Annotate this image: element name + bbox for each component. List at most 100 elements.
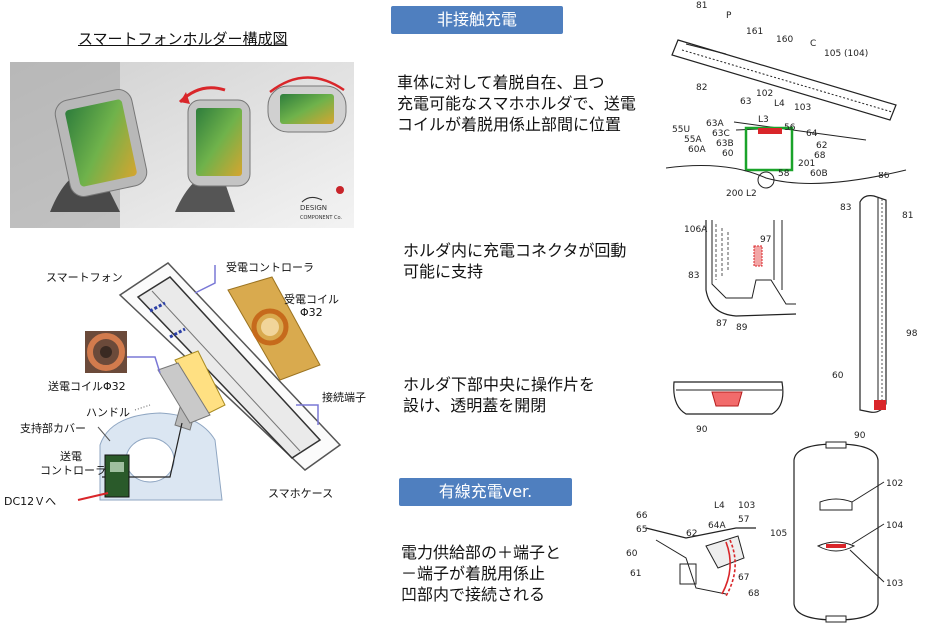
desc-line: －端子が着脱用係止	[401, 564, 546, 583]
fig2-num: 106A	[684, 225, 708, 235]
fig5-num: 67	[738, 573, 749, 583]
label-tx-controller-1: 送電	[60, 450, 82, 463]
label-tx-controller-2: コントローラ	[40, 464, 106, 477]
fig3-num: 86	[878, 172, 890, 181]
fig1-num: 63A	[706, 119, 724, 129]
fig1-num: 62	[816, 141, 827, 151]
label-rx-coil-size: Φ32	[300, 306, 323, 319]
fig3-num: 60	[832, 371, 844, 381]
desc-line: 車体に対して着脱自在、且つ	[397, 73, 605, 92]
fig1-num: L4	[774, 99, 785, 109]
badge-wired: 有線充電ver.	[399, 478, 572, 506]
fig1-num: 68	[814, 151, 826, 161]
fig1-num: C	[810, 39, 816, 49]
label-dc-in: DC12Ｖへ	[4, 495, 57, 508]
fig1-num: 60	[722, 149, 734, 159]
desc-line: 可能に支持	[403, 262, 484, 281]
fig1-num: 82	[696, 83, 707, 93]
fig1-num: L2	[746, 189, 757, 199]
fig2-num: 87	[716, 319, 727, 329]
fig5-num: 57	[738, 515, 749, 525]
label-smartphone: スマートフォン	[46, 271, 123, 284]
fig1-num: 161	[746, 27, 763, 37]
fig1-num: 55A	[684, 135, 702, 145]
fig1-num: 56	[784, 123, 796, 133]
label-handle: ハンドル	[86, 406, 130, 419]
patent-figure-4: 90	[672, 376, 788, 435]
fig5-num: 65	[636, 525, 647, 535]
fig5-num: 103	[738, 501, 755, 511]
fig1-num: L3	[758, 115, 769, 125]
desc-wireless-2: ホルダ内に充電コネクタが回動 可能に支持	[403, 240, 626, 282]
desc-line: 凹部内で接続される	[401, 585, 546, 604]
label-rx-controller: 受電コントローラ	[226, 261, 314, 274]
patent-figure-3: 83 86 81 98 60 90	[830, 171, 927, 442]
patent-figure-2: 106A 97 83 87 89	[676, 220, 816, 340]
fig5-num: 66	[636, 511, 648, 521]
patent-drawing-4: 90	[673, 381, 784, 435]
fig6-num: 102	[886, 479, 903, 489]
label-phone-case: スマホケース	[268, 487, 334, 500]
fig4-num: 90	[696, 425, 708, 434]
patent-figure-6: 102 104 105 103	[760, 440, 927, 627]
fig5-num: 62	[686, 529, 697, 539]
label-rx-coil: 受電コイル	[284, 293, 339, 306]
product-photo: DESIGN COMPONENT Co.	[10, 62, 354, 228]
fig1-num: 102	[756, 89, 773, 99]
desc-wired: 電力供給部の＋端子と －端子が着脱用係止 凹部内で接続される	[401, 542, 561, 605]
fig1-num: 64	[806, 129, 818, 139]
logo-text-2: COMPONENT Co.	[300, 215, 342, 221]
fig1-num: 55U	[672, 125, 690, 135]
desc-wireless-3: ホルダ下部中央に操作片を 設け、透明蓋を開閉	[403, 374, 595, 416]
desc-line: 充電可能なスマホホルダで、送電	[397, 94, 636, 113]
fig2-num: 89	[736, 323, 748, 333]
fig5-num: 64A	[708, 521, 726, 531]
logo-text-1: DESIGN	[300, 204, 327, 212]
fig6-num: 105	[770, 529, 787, 539]
fig1-num: P	[726, 11, 732, 21]
fig1-num: 103	[794, 103, 811, 113]
patent-drawing-5: 66 65 60 61 62 64A 57 67 68 L4 103	[626, 501, 760, 599]
label-support-cover: 支持部カバー	[20, 422, 86, 435]
patent-drawing-3: 83 86 81 98 60 90	[832, 171, 918, 441]
fig1-num: 63B	[716, 139, 734, 149]
fig3-num: 98	[906, 329, 918, 339]
fig2-num: 83	[688, 271, 699, 281]
desc-line: コイルが着脱用係止部間に位置	[397, 115, 622, 134]
fig1-num: 105 (104)	[824, 49, 868, 59]
patent-figure-1: 81 P 161 160 C 105 (104) 82 63 102 L4 10…	[665, 0, 916, 200]
desc-line: ホルダ下部中央に操作片を	[403, 375, 596, 394]
fig5-num: 60	[626, 549, 638, 559]
fig2-num: 97	[760, 235, 771, 245]
fig1-num: 201	[798, 159, 815, 169]
fig5-num: L4	[714, 501, 725, 511]
fig5-num: 68	[748, 589, 760, 599]
desc-line: 電力供給部の＋端子と	[401, 543, 562, 562]
patent-figure-5: 66 65 60 61 62 64A 57 67 68 L4 103	[626, 498, 796, 608]
fig1-num: 200	[726, 189, 743, 199]
structure-drawing	[77, 262, 342, 501]
fig6-num: 103	[886, 579, 903, 589]
diagram-title: スマートフォンホルダー構成図	[78, 30, 288, 48]
structure-diagram: スマートフォン 受電コントローラ 受電コイル Φ32 送電コイルΦ32 ハンドル…	[0, 255, 370, 515]
fig5-num: 61	[630, 569, 641, 579]
patent-drawing-2: 106A 97 83 87 89	[684, 220, 797, 333]
label-tx-coil: 送電コイルΦ32	[48, 380, 126, 393]
patent-drawing-1: 81 P 161 160 C 105 (104) 82 63 102 L4 10…	[665, 1, 907, 199]
fig1-num: 63	[740, 97, 751, 107]
fig1-num: 60A	[688, 145, 706, 155]
fig1-num: 63C	[712, 129, 730, 139]
fig1-num: 58	[778, 169, 790, 179]
patent-drawing-6: 102 104 105 103	[770, 441, 903, 623]
desc-line: ホルダ内に充電コネクタが回動	[403, 241, 627, 260]
badge-wireless: 非接触充電	[391, 6, 563, 34]
fig1-num: 81	[696, 1, 707, 11]
fig3-num: 81	[902, 211, 913, 221]
fig3-num: 83	[840, 203, 851, 213]
fig1-num: 60B	[810, 169, 828, 179]
product-photo-panel: DESIGN COMPONENT Co.	[10, 62, 354, 228]
fig6-num: 104	[886, 521, 903, 531]
desc-line: 設け、透明蓋を開閉	[403, 396, 547, 415]
desc-wireless-1: 車体に対して着脱自在、且つ 充電可能なスマホホルダで、送電 コイルが着脱用係止部…	[397, 72, 636, 135]
fig3-num: 90	[854, 431, 866, 441]
